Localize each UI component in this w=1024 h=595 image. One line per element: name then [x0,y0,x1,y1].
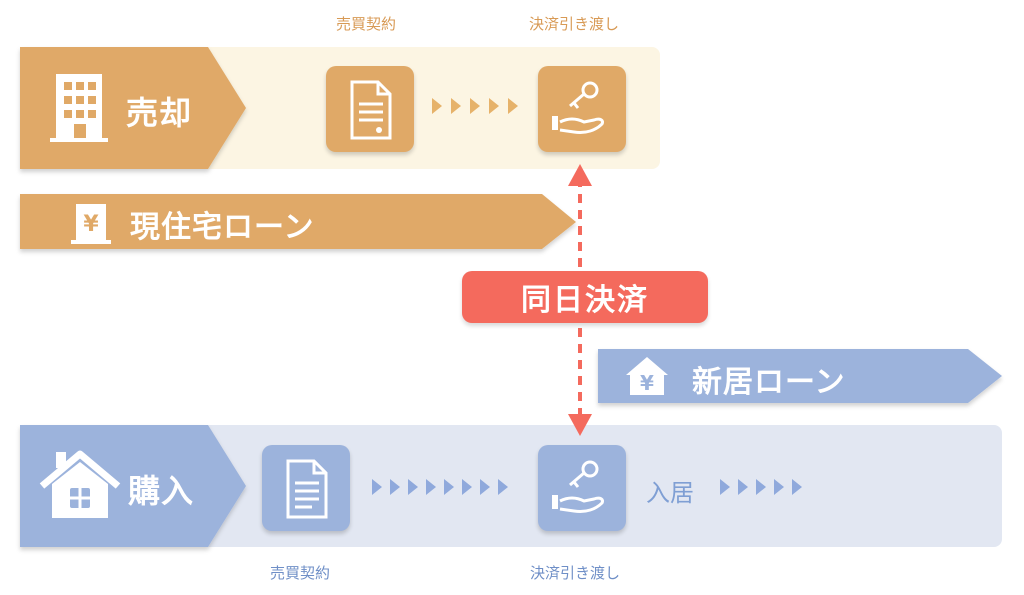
svg-text:¥: ¥ [640,371,654,395]
current-loan-label: 現住宅ローン [130,210,315,245]
key-hand-icon [552,460,604,513]
sell-step2-caption: 決済引き渡し [529,15,620,33]
buy-progress-chevrons [372,479,508,495]
move-in-label: 入居 [646,479,694,507]
building-icon [42,68,120,146]
buy-step2-caption: 決済引き渡し [530,564,621,582]
buy-settlement-tile [538,445,626,531]
document-icon [350,80,392,140]
sell-progress-chevrons [432,98,518,114]
sell-settlement-tile [538,66,626,152]
move-in-chevrons [720,479,802,495]
sell-contract-tile [326,66,414,152]
new-loan-arrow-shape [598,349,1002,403]
buy-label: 購入 [128,472,195,510]
document-icon [286,459,328,519]
sell-label: 売却 [126,94,193,132]
svg-text:¥: ¥ [83,212,99,237]
house-icon [38,446,122,526]
buy-step1-caption: 売買契約 [270,564,331,582]
yen-house-icon: ¥ [622,353,672,399]
connector-arrowhead-up [568,164,592,186]
key-hand-icon [552,81,604,134]
current-loan-arrow-shape [20,194,576,249]
connector-arrowhead-down [568,414,592,436]
sell-step1-caption: 売買契約 [336,15,397,33]
yen-door-icon: ¥ [68,200,114,246]
buy-contract-tile [262,445,350,531]
new-loan-label: 新居ローン [692,365,846,400]
same-day-badge: 同日決済 [462,271,708,323]
